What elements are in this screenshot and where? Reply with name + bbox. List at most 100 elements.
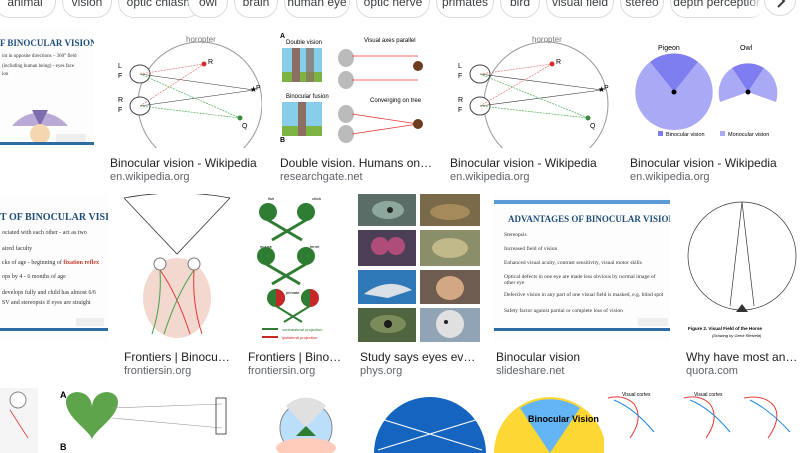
converging-label: Converging on tree <box>370 98 422 104</box>
slide-bullet: Stereopsis <box>504 232 527 238</box>
horse-figure-caption: Figure 2. Visual Field of the Horse <box>688 326 762 331</box>
result-caption[interactable]: Frontiers | Binocular vi... <box>248 350 346 364</box>
thumb-graphic <box>9 391 29 439</box>
ipsilateral-legend: ipsilateral projection <box>282 335 317 340</box>
chip-animal[interactable]: animal <box>0 0 56 18</box>
result-domain: frontiersin.org <box>124 365 192 377</box>
visual-cortex-diagram: Visual cortex Visual cortex <box>607 392 791 439</box>
result-caption[interactable]: Binocular vision - Wikipedia <box>110 156 257 170</box>
result-caption[interactable]: Binocular vision - Wikipedia <box>630 156 777 170</box>
result-image-slide-development[interactable]: T OF BINOCULAR VISION ociated with each … <box>0 194 108 342</box>
result-caption[interactable]: Frontiers | Binocular visi... <box>124 350 230 364</box>
label-ferret: ferret <box>310 244 320 249</box>
result-image-horse-field[interactable]: Figure 2. Visual Field of the Horse (Dra… <box>684 194 800 342</box>
result-caption[interactable]: Binocular vision <box>496 350 581 364</box>
label-mouse: mouse <box>260 244 273 249</box>
result-caption[interactable]: Study says eyes evolved fo... <box>360 350 480 364</box>
slide-line: int in opposite directions – 360° field <box>2 54 77 59</box>
point-label-q: Q <box>242 123 248 130</box>
result-caption[interactable]: Double vision. Humans only experie... <box>280 156 434 170</box>
chevron-right-icon <box>777 0 786 8</box>
visual-cortex-label-2: Visual cortex <box>694 392 723 398</box>
result-image-advantages-slide[interactable]: ADVANTAGES OF BINOCULAR VISION Stereopsi… <box>494 194 670 342</box>
slide-title: T OF BINOCULAR VISION <box>0 212 108 223</box>
eye-label-f: F <box>458 73 462 80</box>
point-label-p: P <box>256 85 261 92</box>
result-domain: frontiersin.org <box>248 365 316 377</box>
eye-label-f: F <box>118 73 122 80</box>
result-image-visual-pathway[interactable] <box>122 194 232 342</box>
result-image-heart-diagram[interactable]: A B <box>52 388 238 453</box>
panel-a-label: A <box>280 33 285 40</box>
chip-primates[interactable]: primates <box>436 0 494 18</box>
result-image-slide-binocular[interactable]: F BINOCULAR VISION int in opposite direc… <box>0 30 94 148</box>
slide-header-bar <box>494 200 670 331</box>
result-image-horopter[interactable]: horopter ★ L F R F R P Q <box>108 30 262 148</box>
eye-label-f2: F <box>458 107 462 114</box>
svg-text:★: ★ <box>598 85 605 94</box>
brain-field-diagram <box>276 397 336 453</box>
animal-eyes-collage <box>358 194 480 342</box>
chip-visual-field[interactable]: visual field <box>546 0 614 18</box>
result-domain: researchgate.net <box>280 171 363 183</box>
result-domain: slideshare.net <box>496 365 565 377</box>
point-label-r: R <box>556 59 561 66</box>
chip-depth-perception[interactable]: depth perception <box>670 0 766 18</box>
ray-diagram: A B <box>60 390 227 452</box>
chip-optic-nerve[interactable]: optic nerve <box>356 0 430 18</box>
result-caption[interactable]: Why have most animal... <box>686 350 798 364</box>
slide-bullet: Enhanced visual acuity, contrast sensiti… <box>504 260 642 266</box>
visual-cortex-label: Visual cortex <box>622 392 651 398</box>
result-image-animal-eyes[interactable] <box>358 194 480 342</box>
result-image-horopter-2[interactable]: horopter ★ L F R F R P Q <box>448 30 614 148</box>
double-vision-diagram: A Double vision Visual axes parallel Bin… <box>280 33 423 144</box>
result-domain: phys.org <box>360 365 403 377</box>
slide-title: F BINOCULAR VISION <box>0 38 94 48</box>
binocular-vision-label: Binocular Vision <box>528 414 599 424</box>
eye-label-r: R <box>458 97 463 104</box>
chip-stereo[interactable]: stereo <box>620 0 664 18</box>
horse-figure-credit: (Drawing by Gerrit Rietveld) <box>712 333 762 338</box>
result-image-row3-1[interactable] <box>0 388 38 453</box>
result-domain: en.wikipedia.org <box>450 171 530 183</box>
binocular-field-circles: Binocular Vision <box>374 397 606 453</box>
slide-title: ADVANTAGES OF BINOCULAR VISION <box>508 214 670 224</box>
axes-parallel-label: Visual axes parallel <box>364 38 416 44</box>
related-search-chips: animal vision optic chiasm owl brain hum… <box>0 0 800 18</box>
horse-visual-field-diagram: Figure 2. Visual Field of the Horse (Dra… <box>687 201 797 338</box>
slide-line: SV and stereopsis if eyes are straight <box>2 300 91 306</box>
slide-line: (including human being) - eyes face <box>2 64 75 69</box>
slide-line: ociated with each other - act as two <box>2 230 87 236</box>
label-chick: chick <box>312 196 321 201</box>
horopter-diagram: horopter ★ L F R F R P Q <box>118 35 262 148</box>
slide-bullet: Optical defects in one eye are made less… <box>504 274 656 286</box>
panel-b-label: B <box>60 442 67 452</box>
chip-brain[interactable]: brain <box>234 0 278 18</box>
eye-label-f2: F <box>118 107 122 114</box>
slide-line: develops fully and child has almost 6/6 <box>2 290 96 296</box>
chip-bird[interactable]: bird <box>500 0 540 18</box>
visual-pathway-diagram <box>123 194 231 338</box>
result-caption[interactable]: Binocular vision - Wikipedia <box>450 156 597 170</box>
slide-bullet: Defective vision in any part of one visu… <box>504 292 664 298</box>
label-primate: primate <box>286 290 300 295</box>
result-image-visual-cortex[interactable]: Visual cortex Visual cortex <box>604 388 800 453</box>
legend-binocular: Binocular vision <box>666 132 705 138</box>
chips-next-button[interactable] <box>760 0 800 18</box>
horopter-diagram: horopter ★ L F R F R P Q <box>458 35 609 148</box>
double-vision-label: Double vision <box>286 40 322 46</box>
chip-human-eye[interactable]: human eye <box>284 0 350 18</box>
result-domain: quora.com <box>686 365 738 377</box>
result-image-pigeon-owl[interactable]: Pigeon Owl Binocular vision Monocular vi… <box>628 30 784 148</box>
legend-monocular: Monocular vision <box>728 132 769 138</box>
result-image-brain-field[interactable] <box>252 388 360 453</box>
fixation-reflex: fixation reflex <box>63 260 100 266</box>
result-image-double-vision[interactable]: A Double vision Visual axes parallel Bin… <box>278 30 434 148</box>
result-image-binocular-field-circles[interactable]: Binocular Vision <box>374 388 606 453</box>
result-image-projection[interactable]: fish chick mouse ferret primate contrala… <box>246 194 344 342</box>
chip-vision[interactable]: vision <box>62 0 112 18</box>
point-label-r: R <box>208 59 213 66</box>
binocular-fusion-label: Binocular fusion <box>286 94 329 100</box>
panel-b-label: B <box>280 137 285 144</box>
svg-text:★: ★ <box>250 85 257 94</box>
